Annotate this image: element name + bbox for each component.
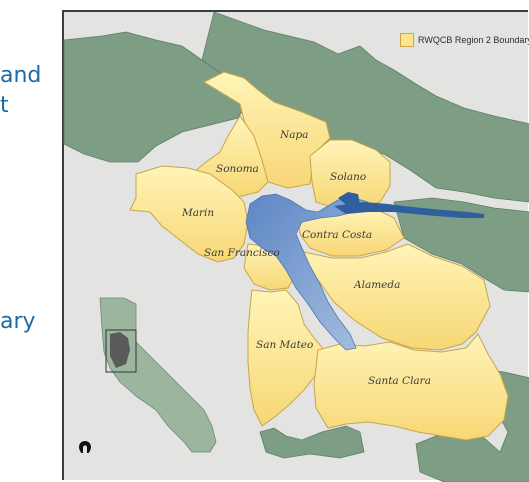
label-san-mateo: San Mateo xyxy=(256,339,313,351)
county-san-mateo xyxy=(247,289,327,427)
map-canvas: Napa Sonoma Solano Marin Contra Costa Sa… xyxy=(63,11,529,482)
side-text-fragment-2: t xyxy=(0,93,9,118)
label-alameda: Alameda xyxy=(353,279,400,291)
suisun-bay xyxy=(338,192,360,208)
inset-region-highlight xyxy=(110,332,130,368)
county-solano xyxy=(309,139,391,209)
county-marin xyxy=(129,165,249,263)
side-text-fragment-1: and xyxy=(0,63,42,88)
land-east xyxy=(393,197,529,293)
land-north-west xyxy=(63,31,245,163)
san-francisco-bay xyxy=(245,193,371,351)
region-map: Napa Sonoma Solano Marin Contra Costa Sa… xyxy=(62,10,529,482)
label-san-francisco: San Francisco xyxy=(204,247,280,259)
inset-state-shape xyxy=(99,297,217,453)
side-text-fragment-3: ary xyxy=(0,309,36,334)
county-santa-clara xyxy=(313,333,509,441)
land-south-west xyxy=(259,425,365,459)
label-napa: Napa xyxy=(279,129,308,141)
delta-water xyxy=(334,202,484,218)
label-marin: Marin xyxy=(181,207,214,219)
label-sonoma: Sonoma xyxy=(216,163,259,175)
map-legend: RWQCB Region 2 Boundary xyxy=(400,32,529,48)
north-arrow-icon xyxy=(79,441,91,453)
label-santa-clara: Santa Clara xyxy=(368,375,431,387)
california-inset xyxy=(99,297,217,453)
legend-label: RWQCB Region 2 Boundary xyxy=(418,35,529,45)
county-alameda xyxy=(303,243,491,351)
label-solano: Solano xyxy=(330,171,366,183)
label-contra-costa: Contra Costa xyxy=(302,229,372,241)
inset-region-frame xyxy=(105,329,137,373)
legend-swatch xyxy=(400,33,414,47)
